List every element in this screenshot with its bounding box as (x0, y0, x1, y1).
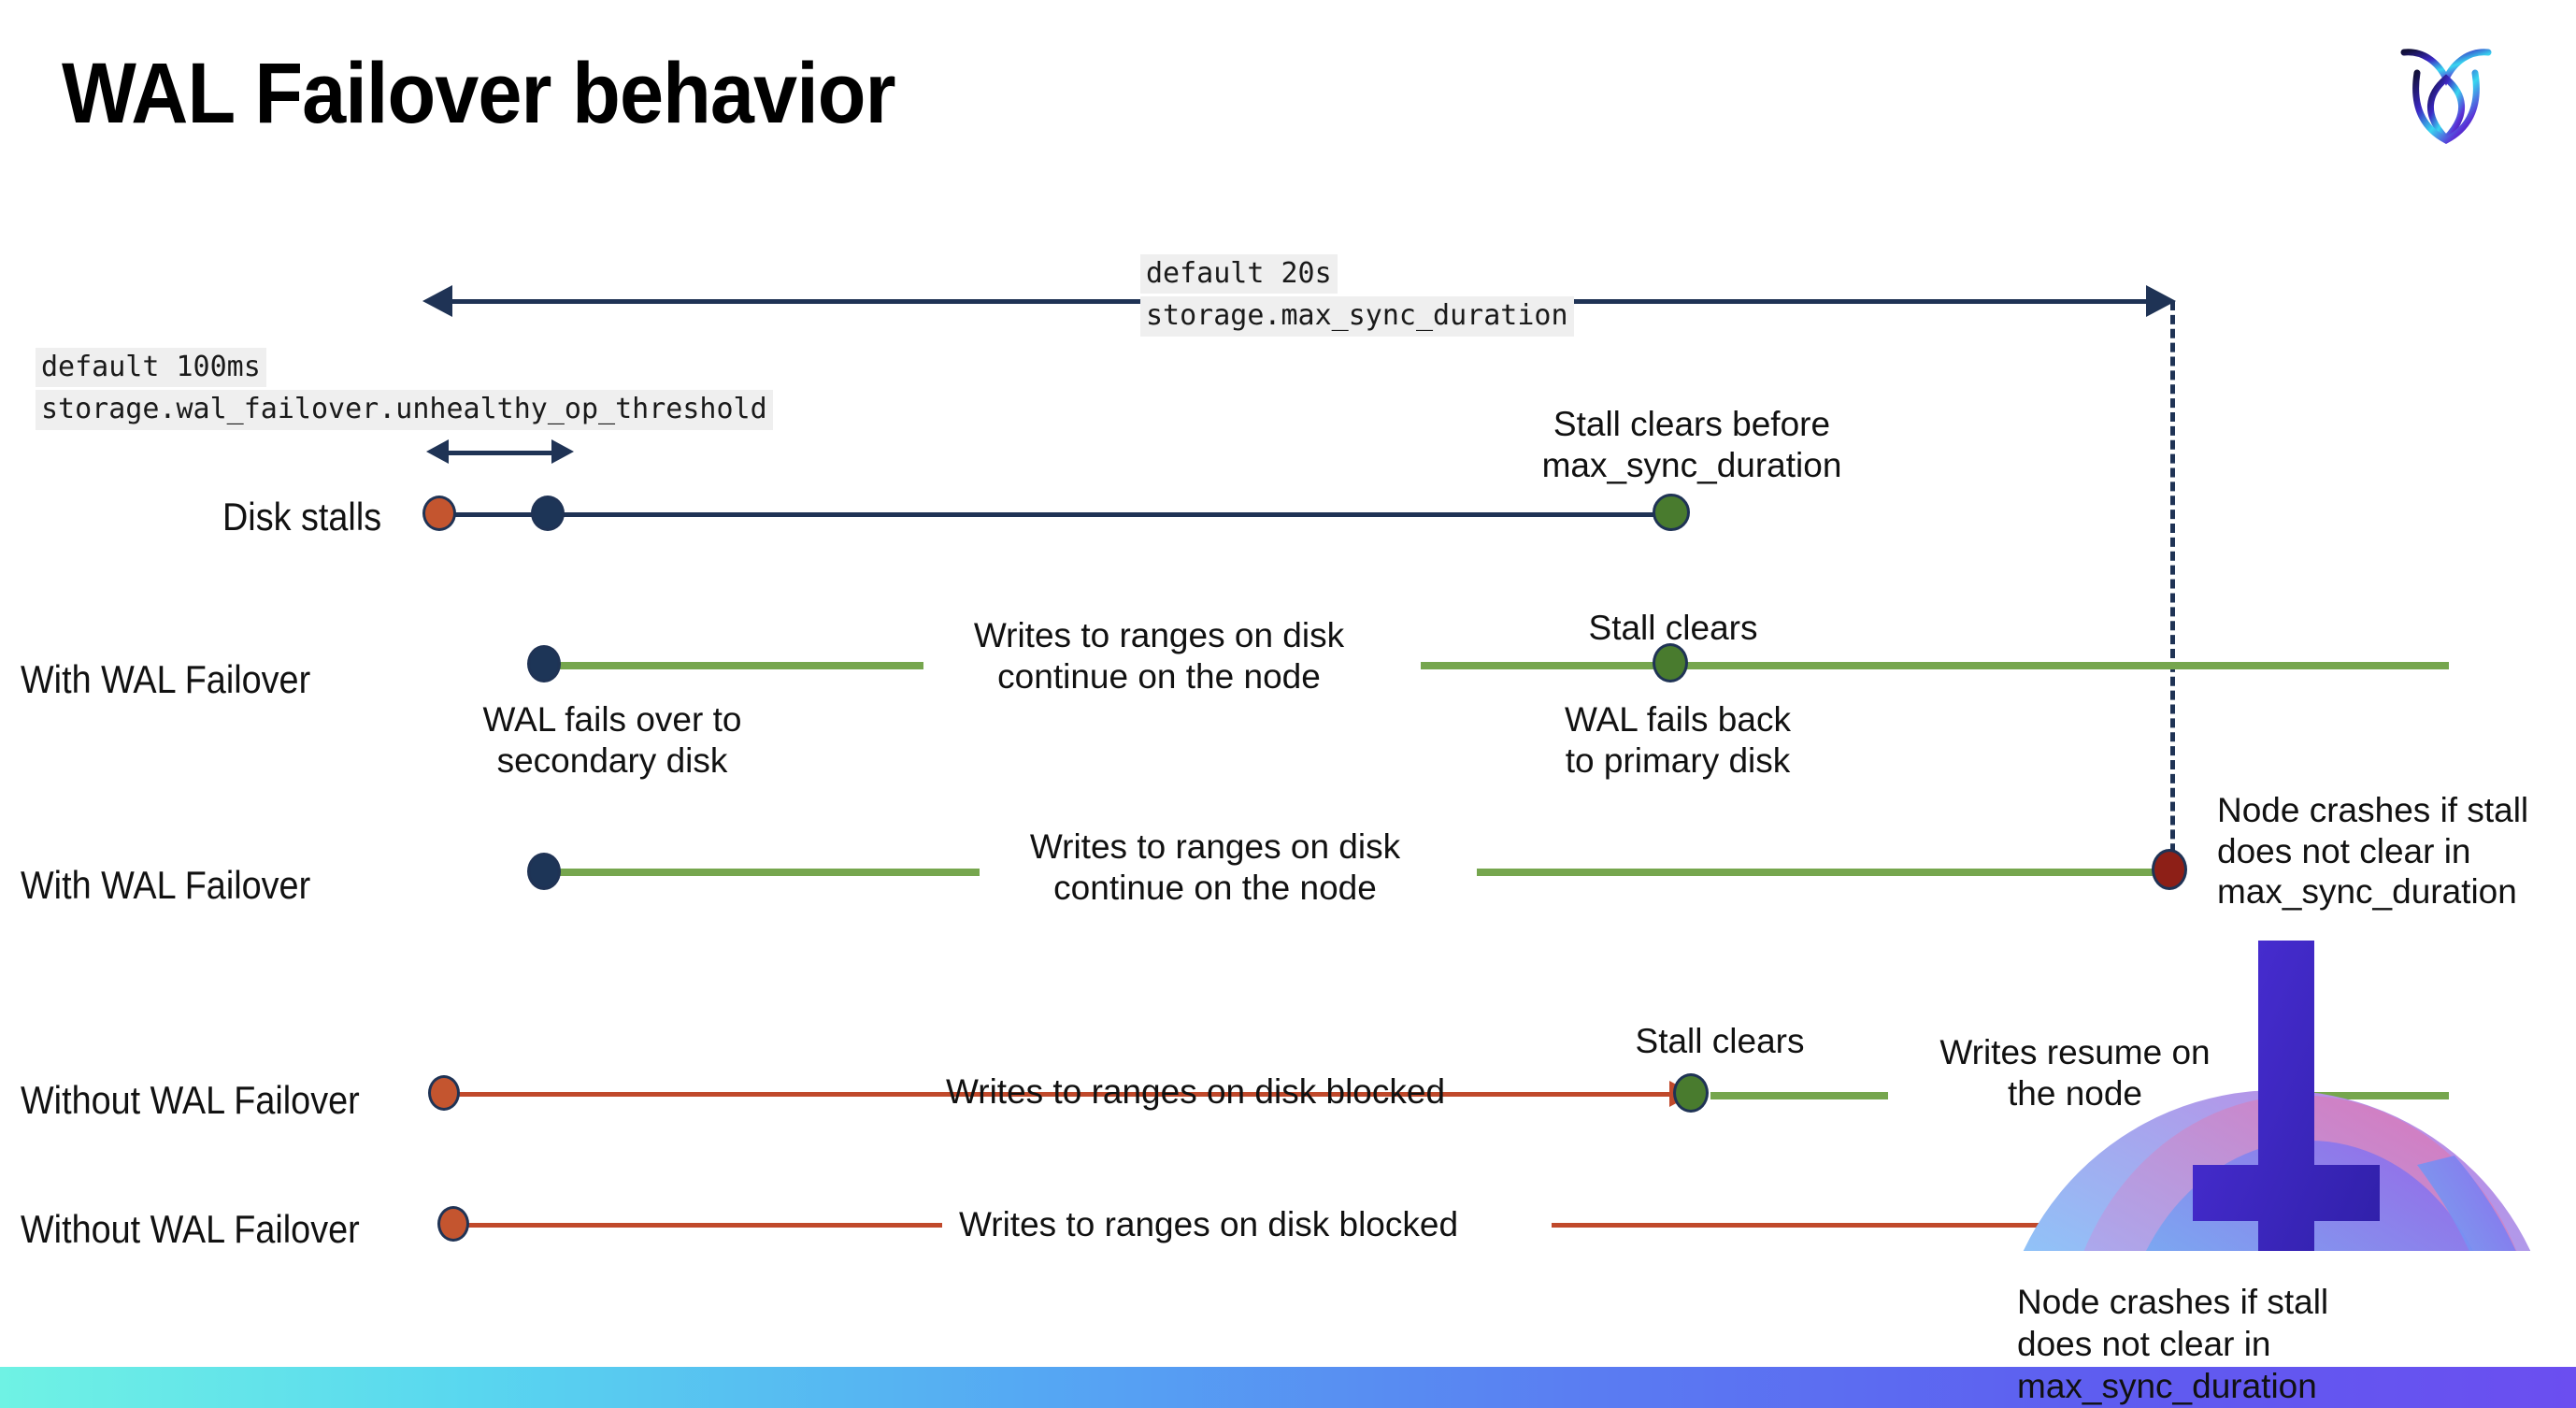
unhealthy-setting-name: storage.wal_failover.unhealthy_op_thresh… (36, 390, 773, 430)
max-sync-setting-name: storage.max_sync_duration (1140, 296, 1574, 337)
max-sync-duration-annotation: default 20s storage.max_sync_duration (1140, 254, 1574, 339)
without-failover-2-red-line-right (1552, 1223, 2159, 1228)
with-failover-1-line-right (1421, 662, 2449, 669)
note-writes-blocked-1: Writes to ranges on disk blocked (946, 1072, 1446, 1111)
with-failover-2-crash-dot (2152, 849, 2187, 890)
disk-stalls-timeline (439, 512, 1673, 517)
cockroachdb-logo-icon (2395, 36, 2497, 146)
with-failover-2-line-left (540, 869, 980, 876)
note-node-crashes-1: Node crashes if stall does not clear in … (2217, 791, 2529, 912)
note-wal-fails-over: WAL fails over to secondary disk (482, 700, 742, 780)
bottom-gradient-bar (0, 1367, 2576, 1408)
disk-stall-start-dot (422, 496, 456, 531)
with-failover-2-start-dot (527, 853, 561, 890)
unhealthy-threshold-annotation: default 100ms storage.wal_failover.unhea… (36, 348, 773, 433)
without-failover-1-red-line (452, 1092, 1696, 1097)
threshold-arrow-left-icon (426, 439, 449, 464)
max-sync-arrow-left-icon (422, 285, 452, 317)
note-stall-clears-1: Stall clears (1588, 609, 1758, 647)
note-writes-resume: Writes resume on the node (1939, 1033, 2211, 1113)
note-node-crashes-2: Node crashes if stall does not clear in … (2017, 1283, 2329, 1406)
row-label-without-wal-failover-2: Without WAL Failover (21, 1207, 360, 1251)
disk-stall-failover-dot (531, 496, 565, 531)
row-label-with-wal-failover-1: With WAL Failover (21, 657, 311, 701)
row-label-with-wal-failover-2: With WAL Failover (21, 863, 311, 907)
note-wal-fails-back: WAL fails back to primary disk (1565, 700, 1791, 780)
note-writes-continue-1: Writes to ranges on disk continue on the… (973, 616, 1345, 696)
row-label-without-wal-failover-1: Without WAL Failover (21, 1078, 360, 1122)
with-failover-1-clear-dot (1653, 643, 1688, 682)
without-failover-1-green-line-far (2281, 1092, 2449, 1099)
disk-stall-clear-dot (1653, 494, 1690, 531)
without-failover-2-crash-dot (2155, 1204, 2191, 1243)
with-failover-2-line-right (1477, 869, 2168, 876)
without-failover-2-arrow-icon (2133, 1212, 2157, 1238)
without-failover-2-start-dot (437, 1206, 469, 1242)
threshold-arrow-right-icon (551, 439, 574, 464)
without-failover-1-start-dot (428, 1075, 460, 1111)
with-failover-1-line-left (540, 662, 923, 669)
page-title: WAL Failover behavior (62, 46, 896, 141)
note-writes-continue-2: Writes to ranges on disk continue on the… (1029, 827, 1401, 907)
max-sync-dashed-guide (2170, 301, 2175, 881)
note-writes-blocked-2: Writes to ranges on disk blocked (959, 1205, 1459, 1243)
without-failover-1-green-line (1710, 1092, 1888, 1099)
with-failover-1-start-dot (527, 645, 561, 682)
note-stall-clears-2: Stall clears (1635, 1022, 1805, 1060)
note-stall-clears-before: Stall clears before max_sync_duration (1541, 405, 1842, 484)
row-label-disk-stalls: Disk stalls (222, 495, 382, 539)
unhealthy-threshold-span-line (447, 451, 557, 455)
unhealthy-default-label: default 100ms (36, 348, 266, 388)
without-failover-1-clear-dot (1673, 1073, 1709, 1113)
without-failover-2-red-line-left (465, 1223, 942, 1228)
max-sync-default-label: default 20s (1140, 254, 1338, 295)
